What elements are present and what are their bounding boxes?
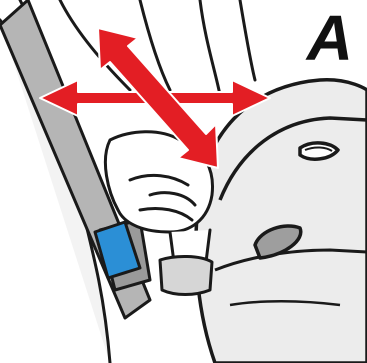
panel-letter: A [307, 6, 353, 70]
car-seat-shell [196, 80, 367, 363]
latch-buckle [160, 256, 212, 294]
